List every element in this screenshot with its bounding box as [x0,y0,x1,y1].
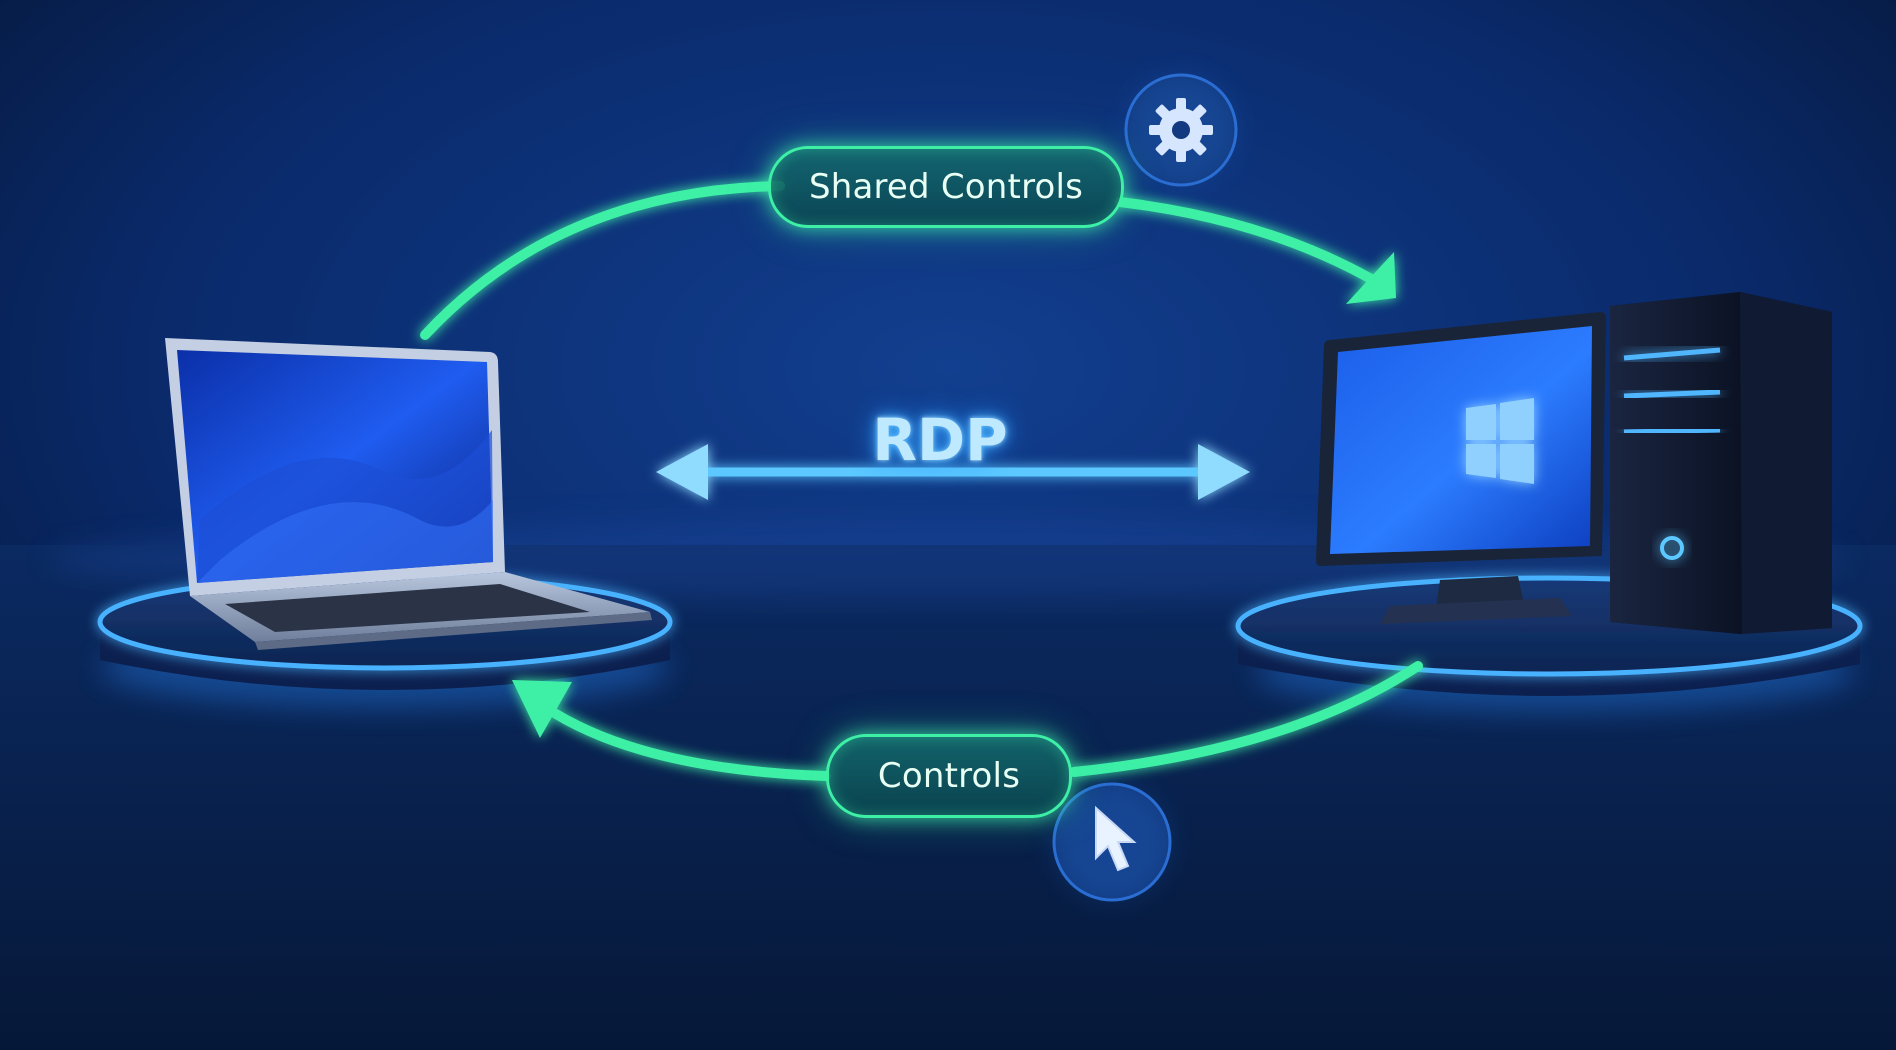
windows-logo-icon [1466,398,1534,484]
desktop-monitor [1316,312,1606,624]
laptop [165,338,652,650]
rdp-double-arrow [656,444,1250,500]
gear-badge [1124,73,1238,187]
gear-icon [1149,98,1213,162]
desktop-tower [1610,292,1832,634]
power-button-icon [1660,536,1684,560]
controls-label: Controls [826,734,1072,818]
arrowhead-left [512,680,572,738]
arrowhead-right [1346,252,1396,304]
cursor-pointer-icon [1095,805,1137,872]
shared-controls-label: Shared Controls [768,146,1124,228]
shared-controls-flow [420,181,1396,340]
cursor-badge [1052,782,1172,902]
controls-flow [512,661,1423,781]
rdp-label: RDP [872,406,1008,474]
monitor-screen [1330,326,1592,554]
